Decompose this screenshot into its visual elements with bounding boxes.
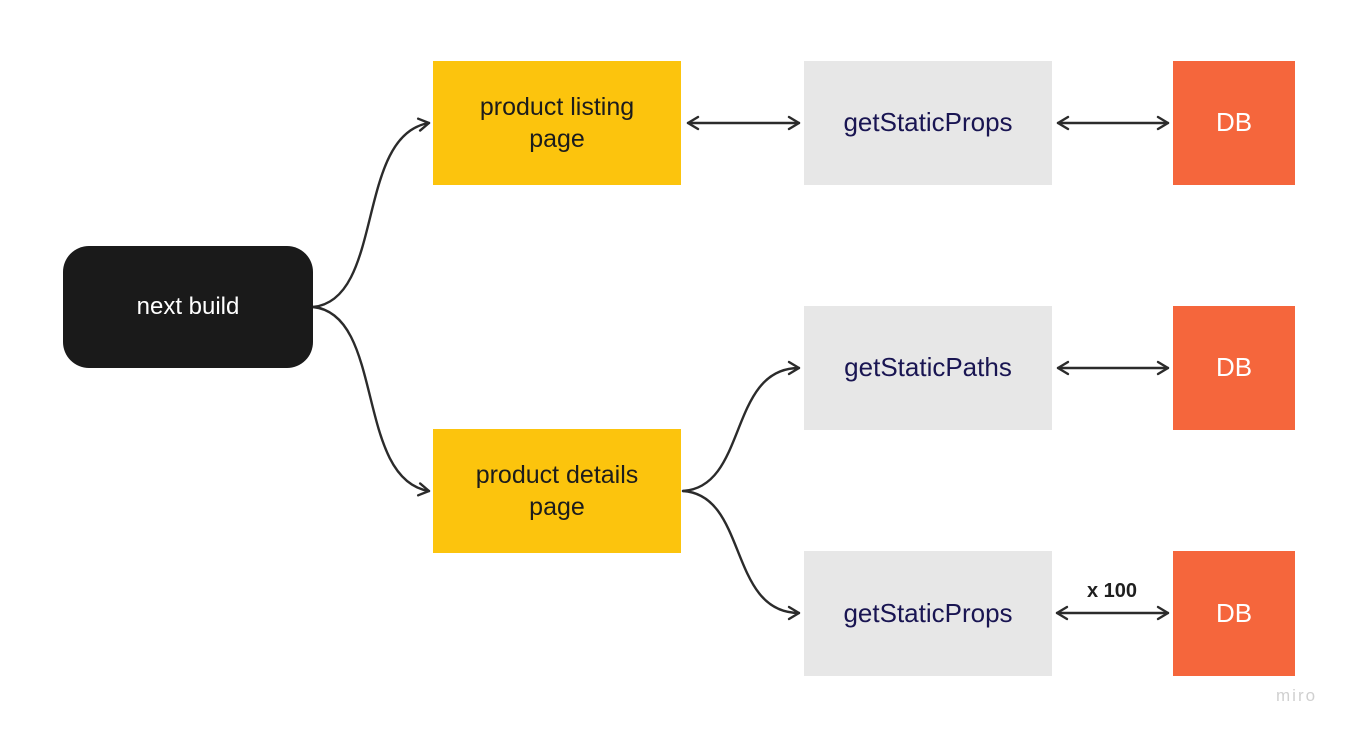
node-get-static-props-bottom[interactable]: getStaticProps: [804, 551, 1052, 676]
node-db-top-label: DB: [1215, 107, 1253, 138]
edge-nextbuild-to-listing: [311, 117, 431, 309]
node-db-bottom-label: DB: [1215, 597, 1253, 628]
edge-label-x100[interactable]: x 100: [1086, 580, 1138, 602]
node-product-listing-page-label: product listing page: [479, 92, 635, 154]
miro-watermark: miro: [1276, 686, 1318, 705]
node-product-details-page[interactable]: product details page: [433, 429, 681, 553]
node-get-static-props-bottom-label: getStaticProps: [843, 597, 1013, 628]
node-next-build[interactable]: next build: [63, 246, 313, 368]
node-product-details-page-label: product details page: [475, 460, 639, 522]
node-get-static-paths-label: getStaticPaths: [844, 352, 1012, 383]
node-get-static-paths[interactable]: getStaticPaths: [804, 306, 1052, 430]
node-db-middle-label: DB: [1215, 352, 1253, 383]
edge-details-to-staticpaths: [681, 360, 801, 493]
edge-details-to-staticprops: [681, 489, 801, 621]
node-get-static-props-top[interactable]: getStaticProps: [804, 61, 1052, 185]
node-db-top[interactable]: DB: [1173, 61, 1295, 185]
node-db-middle[interactable]: DB: [1173, 306, 1295, 430]
node-next-build-label: next build: [136, 293, 240, 321]
edge-nextbuild-to-details: [311, 305, 431, 497]
node-get-static-props-top-label: getStaticProps: [843, 107, 1013, 138]
node-db-bottom[interactable]: DB: [1173, 551, 1295, 676]
node-product-listing-page[interactable]: product listing page: [433, 61, 681, 185]
